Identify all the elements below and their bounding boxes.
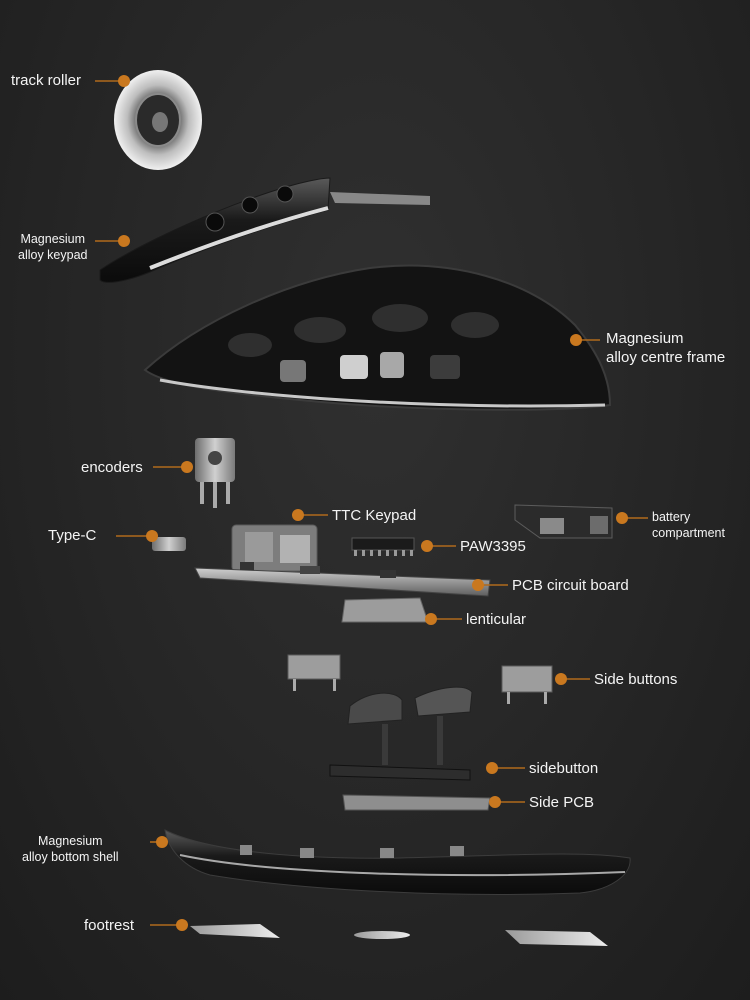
leader-dot-footrest: [176, 919, 188, 931]
lenticular-part: [341, 597, 429, 623]
paw3395-part: [351, 537, 415, 556]
leader-dot-track-roller: [118, 75, 130, 87]
pcb-part: [194, 562, 491, 597]
ttc-switch-part: [231, 524, 318, 572]
label-centre-frame: Magnesium alloy centre frame: [606, 330, 726, 366]
leader-dot-lenticular: [425, 613, 437, 625]
battery-part: [514, 504, 613, 539]
label-battery: battery compartment: [652, 510, 725, 540]
label-keypad: Magnesium alloy keypad: [18, 232, 88, 262]
bottom-shell-part: [164, 829, 631, 895]
label-paw3395: PAW3395: [460, 538, 526, 555]
leader-dot-encoders: [181, 461, 193, 473]
type-c-part: [152, 537, 186, 551]
footrest-part: [190, 924, 608, 946]
centre-frame-part: [143, 264, 612, 411]
label-sidebutton: sidebutton: [529, 760, 599, 777]
label-footrest: footrest: [84, 917, 135, 934]
leader-dot-type-c: [146, 530, 158, 542]
leader-dot-side-pcb: [489, 796, 501, 808]
label-type-c: Type-C: [48, 527, 97, 544]
callout-leaders: [95, 75, 648, 931]
leader-dot-centre-frame: [570, 334, 582, 346]
encoder-part: [195, 438, 235, 508]
label-lenticular: lenticular: [466, 611, 527, 628]
leader-dot-pcb: [472, 579, 484, 591]
leader-dot-side-buttons: [555, 673, 567, 685]
leader-dot-bottom-shell: [156, 836, 168, 848]
leader-dot-paw3395: [421, 540, 433, 552]
sidebutton-part: [329, 686, 473, 781]
label-encoders: encoders: [81, 459, 143, 476]
leader-dot-sidebutton: [486, 762, 498, 774]
label-side-buttons: Side buttons: [594, 671, 678, 688]
side-switch-part: [287, 654, 553, 704]
label-bottom-shell: Magnesium alloy bottom shell: [22, 834, 119, 864]
leader-dot-keypad: [118, 235, 130, 247]
label-side-pcb: Side PCB: [529, 794, 595, 811]
track-roller-part: [114, 70, 202, 170]
side-pcb-part: [342, 794, 491, 811]
label-ttc-keypad: TTC Keypad: [332, 507, 417, 524]
leader-dot-ttc-keypad: [292, 509, 304, 521]
keypad-part: [99, 177, 430, 283]
label-pcb: PCB circuit board: [512, 577, 629, 594]
label-track-roller: track roller: [11, 72, 82, 89]
leader-dot-battery: [616, 512, 628, 524]
